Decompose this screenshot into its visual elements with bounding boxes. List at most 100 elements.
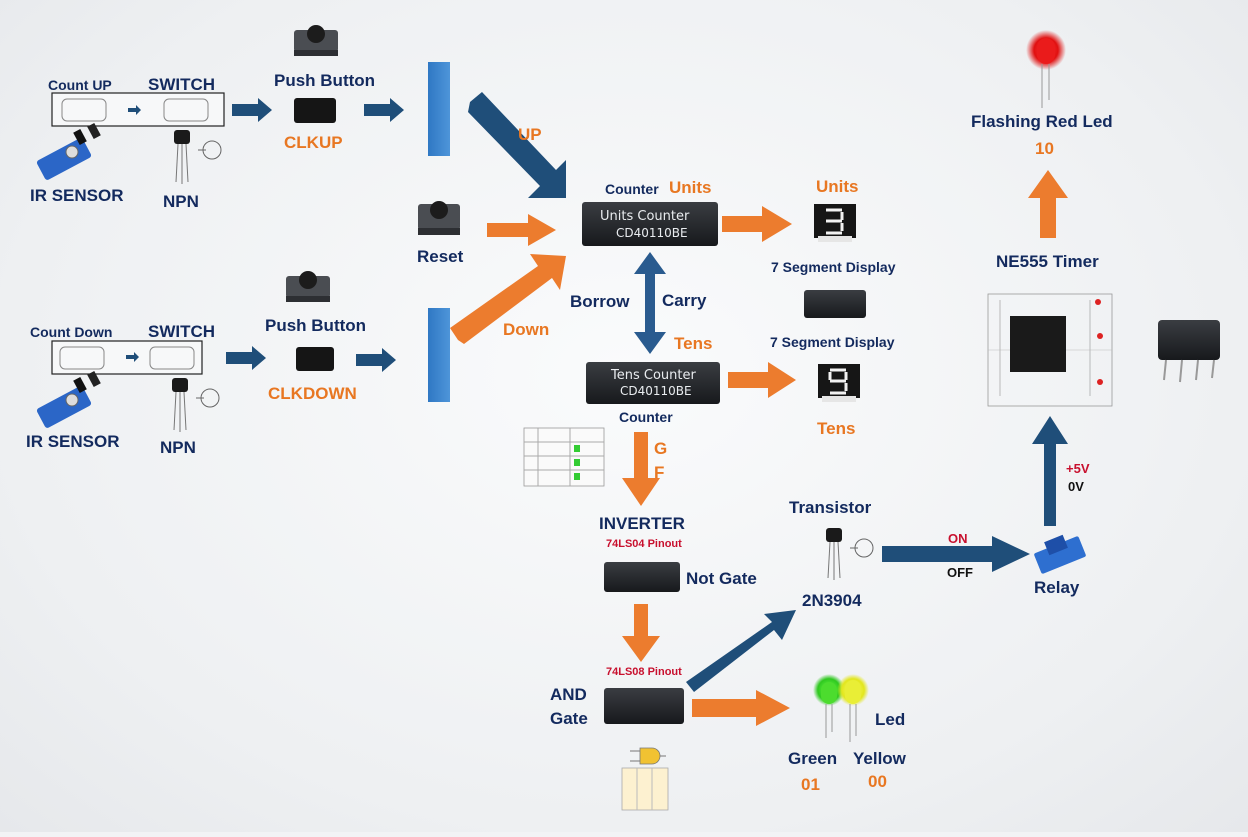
switch-down-mini-arrow: [126, 352, 139, 362]
transistor-icon: [826, 528, 874, 580]
green-led-icon: [813, 674, 845, 738]
inverter-title: INVERTER: [599, 514, 685, 533]
transistor-title: Transistor: [789, 498, 872, 517]
arrow-transistor-to-relay: [882, 536, 1030, 572]
push-button-down-label: Push Button: [265, 316, 366, 335]
timer-schematic: [987, 293, 1113, 407]
relay-label: Relay: [1034, 578, 1080, 597]
arrow-units-counter-to-display: [722, 206, 792, 242]
tens-counter-chip: [586, 362, 720, 404]
arrow-down-to-units-counter: [450, 254, 566, 344]
npn-down-icon: [172, 378, 220, 432]
and-gate-line2: Gate: [550, 709, 588, 728]
ir-sensor-up-label: IR SENSOR: [30, 186, 124, 205]
bar-up: [428, 62, 450, 156]
signal-g-label: G: [654, 439, 667, 458]
timer-label: NE555 Timer: [996, 252, 1099, 271]
units-display-icon: [814, 204, 856, 242]
relay-on-label: ON: [948, 531, 968, 546]
led-title: Led: [875, 710, 905, 729]
display-driver-chip: [804, 290, 866, 318]
tens-counter: Tens Tens Counter CD40110BE Counter: [586, 334, 720, 425]
arrow-borrow-carry: [634, 252, 666, 354]
led-logic-table: [523, 427, 605, 487]
bar-down: [428, 308, 450, 402]
switch-up-mini-arrow: [128, 105, 141, 115]
and-truth-table: [621, 747, 669, 811]
ir-sensor-down-icon: [36, 370, 101, 428]
arrow-up-to-units-counter: [468, 92, 566, 198]
tens-counter-chip-line1: Tens Counter: [610, 368, 696, 383]
and-gate-pinout: 74LS08 Pinout: [606, 666, 682, 678]
flashing-led-code: 10: [1035, 139, 1054, 158]
tens-counter-caption: Counter: [619, 409, 673, 425]
arrow-button-down-to-bar: [356, 348, 396, 372]
and-gate-line1: AND: [550, 685, 587, 704]
count-down-group: Count Down SWITCH IR SENSOR NPN Push But…: [26, 271, 450, 457]
count-up-group: Count UP SWITCH IR SENSOR NPN Push Butto…: [30, 25, 450, 211]
units-counter-chip: [582, 202, 718, 246]
push-button-up-icon[interactable]: [294, 25, 338, 56]
green-led-label: Green: [788, 749, 837, 768]
flashing-led-label: Flashing Red Led: [971, 112, 1113, 131]
tens-display-icon: [818, 364, 860, 402]
transistor-part: 2N3904: [802, 591, 862, 610]
yellow-led-code: 00: [868, 772, 887, 791]
arrow-switch-down-to-button: [226, 346, 266, 370]
inverter-chip: [604, 562, 680, 592]
clkdown-chip: [296, 347, 334, 371]
units-counter-tag: Units: [669, 178, 712, 197]
units-counter: Counter Units Units Counter CD40110BE: [582, 178, 718, 246]
push-button-down-icon[interactable]: [286, 271, 330, 302]
reset-button-icon[interactable]: [418, 201, 460, 235]
switch-down-pad-right: [149, 346, 195, 370]
switch-down-pad-left: [59, 346, 105, 370]
relay-icon: [1034, 534, 1086, 574]
relay-v-high: +5V: [1066, 461, 1090, 476]
units-counter-chip-line1: Units Counter: [600, 209, 690, 224]
switch-up-pad-left: [61, 98, 107, 122]
tens-display-label: 7 Segment Display: [770, 334, 895, 350]
ne555-chip-icon: [1158, 320, 1220, 383]
npn-up-label: NPN: [163, 192, 199, 211]
switch-up-label: SWITCH: [148, 75, 215, 94]
push-button-up-label: Push Button: [274, 71, 375, 90]
arrow-and-to-leds: [692, 690, 790, 726]
units-counter-caption: Counter: [605, 181, 659, 197]
switch-down-label: SWITCH: [148, 322, 215, 341]
arrows: [226, 92, 1068, 726]
arrow-gf-to-inverter: [622, 432, 660, 506]
arrow-tens-counter-to-display: [728, 362, 796, 398]
inverter-pinout: 74LS04 Pinout: [606, 538, 682, 550]
units-display-label: 7 Segment Display: [771, 259, 896, 275]
carry-label: Carry: [662, 291, 707, 310]
ir-sensor-down-label: IR SENSOR: [26, 432, 120, 451]
reset-label: Reset: [417, 247, 464, 266]
tens-counter-tag: Tens: [674, 334, 712, 353]
count-up-label: Count UP: [48, 77, 112, 93]
arrow-relay-to-timer: [1032, 416, 1068, 526]
arrow-reset-to-units-counter: [487, 214, 556, 246]
relay-off-label: OFF: [947, 565, 973, 580]
units-display-tag: Units: [816, 177, 859, 196]
count-down-label: Count Down: [30, 324, 112, 340]
tens-display-tag: Tens: [817, 419, 855, 438]
and-gate-chip: [604, 688, 684, 724]
npn-up-icon: [174, 130, 222, 184]
npn-down-label: NPN: [160, 438, 196, 457]
units-counter-chip-line2: CD40110BE: [616, 226, 688, 240]
borrow-label: Borrow: [570, 292, 630, 311]
arrow-button-up-to-bar: [364, 98, 404, 122]
arrow-timer-to-flashing-led: [1028, 170, 1068, 238]
clkup-label: CLKUP: [284, 133, 343, 152]
not-gate-label: Not Gate: [686, 569, 757, 588]
green-led-code: 01: [801, 775, 820, 794]
switch-up-pad-right: [163, 98, 209, 122]
arrow-switch-up-to-button: [232, 98, 272, 122]
arrow-inverter-to-and: [622, 604, 660, 662]
arrow-and-to-transistor: [686, 610, 796, 692]
yellow-led-icon: [837, 674, 869, 742]
clkdown-label: CLKDOWN: [268, 384, 357, 403]
